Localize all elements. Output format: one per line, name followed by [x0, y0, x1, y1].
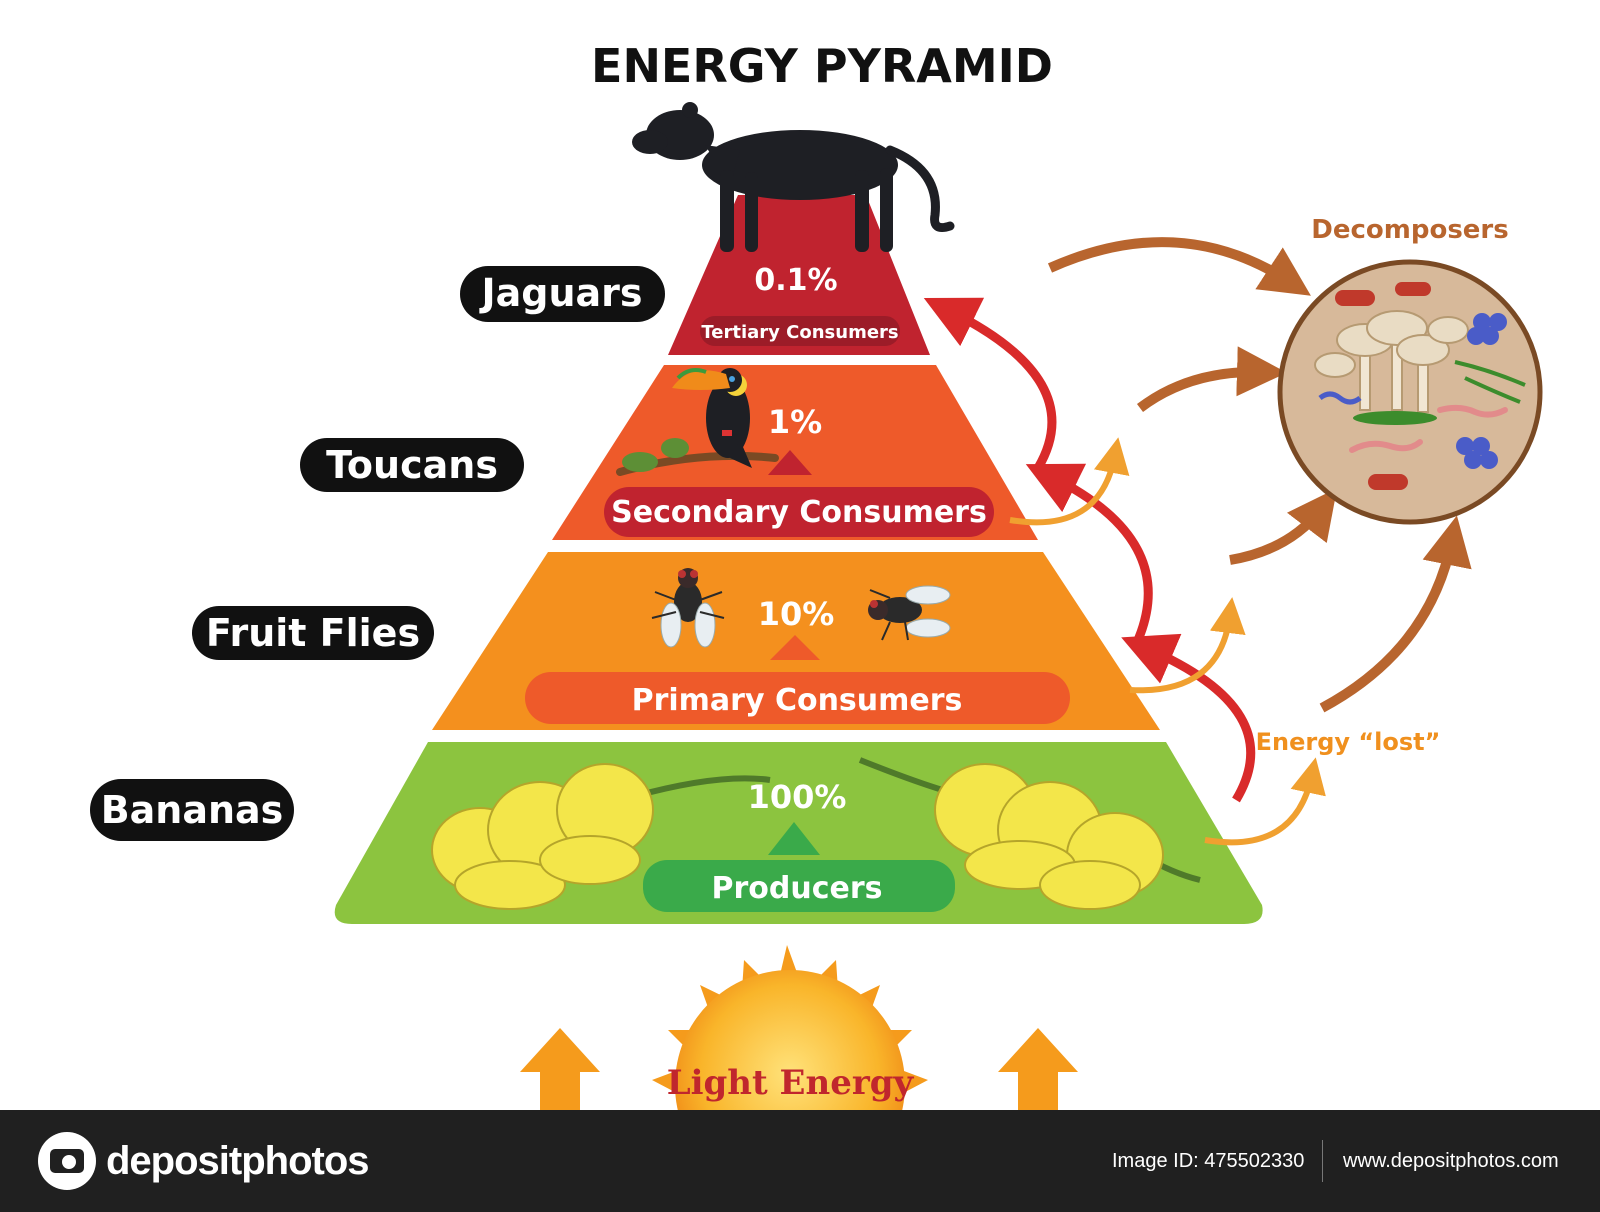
svg-text:Jaguars: Jaguars [478, 271, 642, 315]
footer-divider [1322, 1140, 1323, 1182]
jaguar-icon [632, 102, 955, 252]
energy-transfer-arrow [923, 297, 1057, 471]
up-arrow-icon [520, 1028, 600, 1110]
svg-text:Fruit Flies: Fruit Flies [206, 611, 420, 655]
fly-icon [868, 585, 951, 641]
camera-logo-icon [38, 1132, 96, 1190]
spirillum-icon [1318, 391, 1362, 405]
up-arrow-icon [998, 1028, 1078, 1110]
label-toucans: Toucans [300, 438, 524, 492]
bacteria-icon [1368, 474, 1408, 490]
brand[interactable]: depositphotos [38, 1132, 370, 1190]
label-bananas: Bananas [90, 779, 294, 841]
svg-text:Bananas: Bananas [101, 788, 284, 832]
cocci-cluster-icon [1467, 313, 1507, 345]
tertiary-label-pill [700, 316, 900, 346]
filament-icon [1454, 360, 1526, 387]
secondary-percent: 1% [768, 403, 822, 441]
sun-icon [652, 945, 928, 1110]
svg-text:Toucans: Toucans [326, 443, 498, 487]
decomposer-arrow [1047, 237, 1311, 296]
toucan-icon [616, 368, 779, 476]
energy-lost-arrow [1129, 597, 1246, 694]
producers-percent: 100% [748, 778, 847, 816]
decomposer-arrow [1319, 515, 1472, 713]
mushroom-icon [1314, 310, 1469, 413]
filament-icon [1464, 376, 1521, 404]
watermark-footer: depositphotos Image ID: 475502330 www.de… [0, 1110, 1600, 1212]
cocci-cluster-icon [1456, 437, 1498, 469]
brand-name: depositphotos [106, 1138, 370, 1183]
tertiary-percent: 0.1% [754, 263, 837, 298]
decomposers-label: Decomposers [1311, 215, 1508, 245]
primary-percent: 10% [758, 595, 835, 633]
light-energy-label: Light Energy [667, 1063, 915, 1103]
decomposer-arrow [1229, 488, 1338, 565]
site-url-link[interactable]: www.depositphotos.com [1343, 1150, 1559, 1172]
image-id: Image ID: 475502330 [1112, 1150, 1305, 1172]
banana-bunch-icon [431, 763, 654, 910]
tertiary-label: Tertiary Consumers [701, 322, 898, 343]
label-jaguars: Jaguars [460, 266, 665, 322]
grass-tuft [1353, 411, 1437, 425]
energy-lost-arrow [1204, 757, 1326, 846]
secondary-label: Secondary Consumers [611, 495, 987, 530]
decomposers-circle [1277, 259, 1543, 525]
worm-icon [1349, 439, 1423, 453]
fly-icon [651, 568, 725, 648]
energy-lost-label: Energy “lost” [1256, 728, 1441, 756]
decomposer-arrow [1136, 346, 1287, 412]
primary-label-pill [525, 672, 1070, 724]
producers-label-pill [643, 860, 955, 912]
energy-pyramid-diagram: ENERGY PYRAMID 0.1% Tertiary Consumers 1… [90, 39, 1543, 1110]
energy-transfer-arrow [1121, 633, 1256, 803]
secondary-label-pill [604, 487, 994, 537]
bacteria-icon [1395, 282, 1431, 296]
worm-icon [1437, 404, 1508, 418]
bacteria-icon [1335, 290, 1375, 306]
label-fruit-flies: Fruit Flies [192, 606, 434, 660]
page-title: ENERGY PYRAMID [591, 39, 1053, 93]
energy-transfer-arrow [1025, 463, 1153, 642]
banana-bunch-icon [934, 763, 1164, 910]
primary-label: Primary Consumers [632, 683, 963, 718]
energy-lost-arrow [1009, 437, 1130, 526]
producers-label: Producers [711, 871, 882, 906]
